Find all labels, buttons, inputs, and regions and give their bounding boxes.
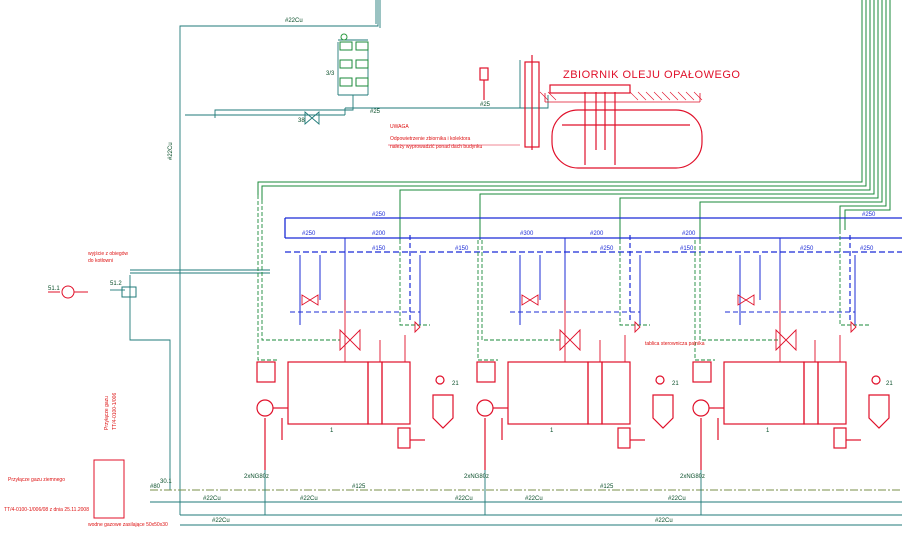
green-pipe-bundle — [257, 0, 891, 240]
bottom-note-2: TT/4-0100-1/006/08 z dnia 25.11.2008 — [4, 507, 89, 513]
label-blue-1: #250 — [372, 212, 386, 218]
bottom-pipes — [150, 470, 902, 526]
tank-note-line-2: Odpowietrzenie zbiornika i kolektora — [390, 136, 471, 142]
label-3-3: 3/3 — [326, 71, 335, 77]
label-51-2: 51.2 — [110, 281, 122, 287]
tank-title: ZBIORNIK OLEJU OPAŁOWEGO — [563, 69, 740, 81]
bottom-label-8: #22Cu — [212, 518, 230, 524]
label-38: 38 — [298, 118, 305, 124]
boiler-label-2: 1 — [550, 428, 554, 434]
boiler-unit-3 — [692, 294, 890, 470]
label-51-1: 51.1 — [48, 286, 60, 292]
label-tablica: tablica sterownicza palnika — [645, 341, 705, 347]
label-blue-2: #250 — [862, 212, 876, 218]
tank-note-line-3: należy wyprowadzić ponad dach budynku — [390, 144, 482, 150]
alt-label-3: 2xNG80z — [680, 474, 705, 480]
label-pipe-left-v: #22Cu — [168, 142, 174, 160]
teal-piping — [110, 0, 549, 515]
oil-tank — [479, 55, 703, 169]
s-label-1: 21 — [452, 381, 459, 387]
bottom-label-10: #80 — [150, 484, 161, 490]
side-note-1: Przyłącze gazu — [104, 396, 110, 430]
label-pipe-top-1: #22Cu — [285, 18, 303, 24]
tank-note-line-1: UWAGA — [390, 124, 409, 130]
boiler-unit-2 — [476, 294, 674, 470]
label-blue-7: #150 — [372, 246, 386, 252]
bottom-label-4: #125 — [352, 484, 366, 490]
bottom-label-11: 30.1 — [160, 479, 172, 485]
alt-label-2: 2xNG80z — [464, 474, 489, 480]
label-pipe-top-3: #25 — [370, 109, 381, 115]
tank-ground-hatch — [539, 91, 703, 101]
gas-panel — [93, 459, 125, 519]
bottom-label-2: #22Cu — [300, 496, 318, 502]
bottom-label-9: #22Cu — [655, 518, 673, 524]
label-blue-13: #300 — [520, 231, 534, 237]
label-blue-8: #150 — [455, 246, 469, 252]
bottom-label-6: #22Cu — [525, 496, 543, 502]
bottom-label-1: #22Cu — [203, 496, 221, 502]
left-note-1: wyjście z obiegów — [88, 251, 128, 257]
red-risers — [344, 300, 841, 362]
valve-38 — [304, 111, 320, 125]
s-label-2: 21 — [672, 381, 679, 387]
label-blue-12: #250 — [860, 246, 874, 252]
blue-headers — [284, 217, 902, 325]
bottom-note-1: Przyłącze gazu ziemnego — [8, 477, 65, 483]
bottom-label-7: #22Cu — [668, 496, 686, 502]
label-blue-4: #200 — [372, 231, 386, 237]
label-blue-5: #200 — [590, 231, 604, 237]
label-pipe-top-2: #25 — [480, 102, 491, 108]
left-pump — [48, 285, 137, 299]
bottom-note-3: wodne gazowe zasilające 50x50x30 — [88, 522, 168, 528]
label-blue-9: #150 — [680, 246, 694, 252]
boiler-label-3: 1 — [766, 428, 770, 434]
label-blue-6: #200 — [682, 231, 696, 237]
bottom-label-3: #22Cu — [455, 496, 473, 502]
label-blue-10: #250 — [600, 246, 614, 252]
s-label-3: 21 — [886, 381, 893, 387]
tank-note: UWAGA Odpowietrzenie zbiornika i kolekto… — [390, 124, 482, 150]
left-note-2: do kotłowni — [88, 258, 113, 264]
label-blue-3: #250 — [302, 231, 316, 237]
side-note-2: TT/4-0100-1/006 — [112, 393, 118, 430]
boiler-label-1: 1 — [330, 428, 334, 434]
boiler-unit-1 — [256, 294, 454, 470]
label-blue-11: #250 — [800, 246, 814, 252]
filter-assembly — [339, 33, 369, 87]
bottom-label-5: #125 — [600, 484, 614, 490]
pipe-labels: #22Cu #25 #25 #22Cu 38 3/3 #250 #250 #25… — [4, 18, 893, 528]
green-dashed-loops — [257, 195, 870, 361]
alt-label-1: 2xNG80z — [244, 474, 269, 480]
